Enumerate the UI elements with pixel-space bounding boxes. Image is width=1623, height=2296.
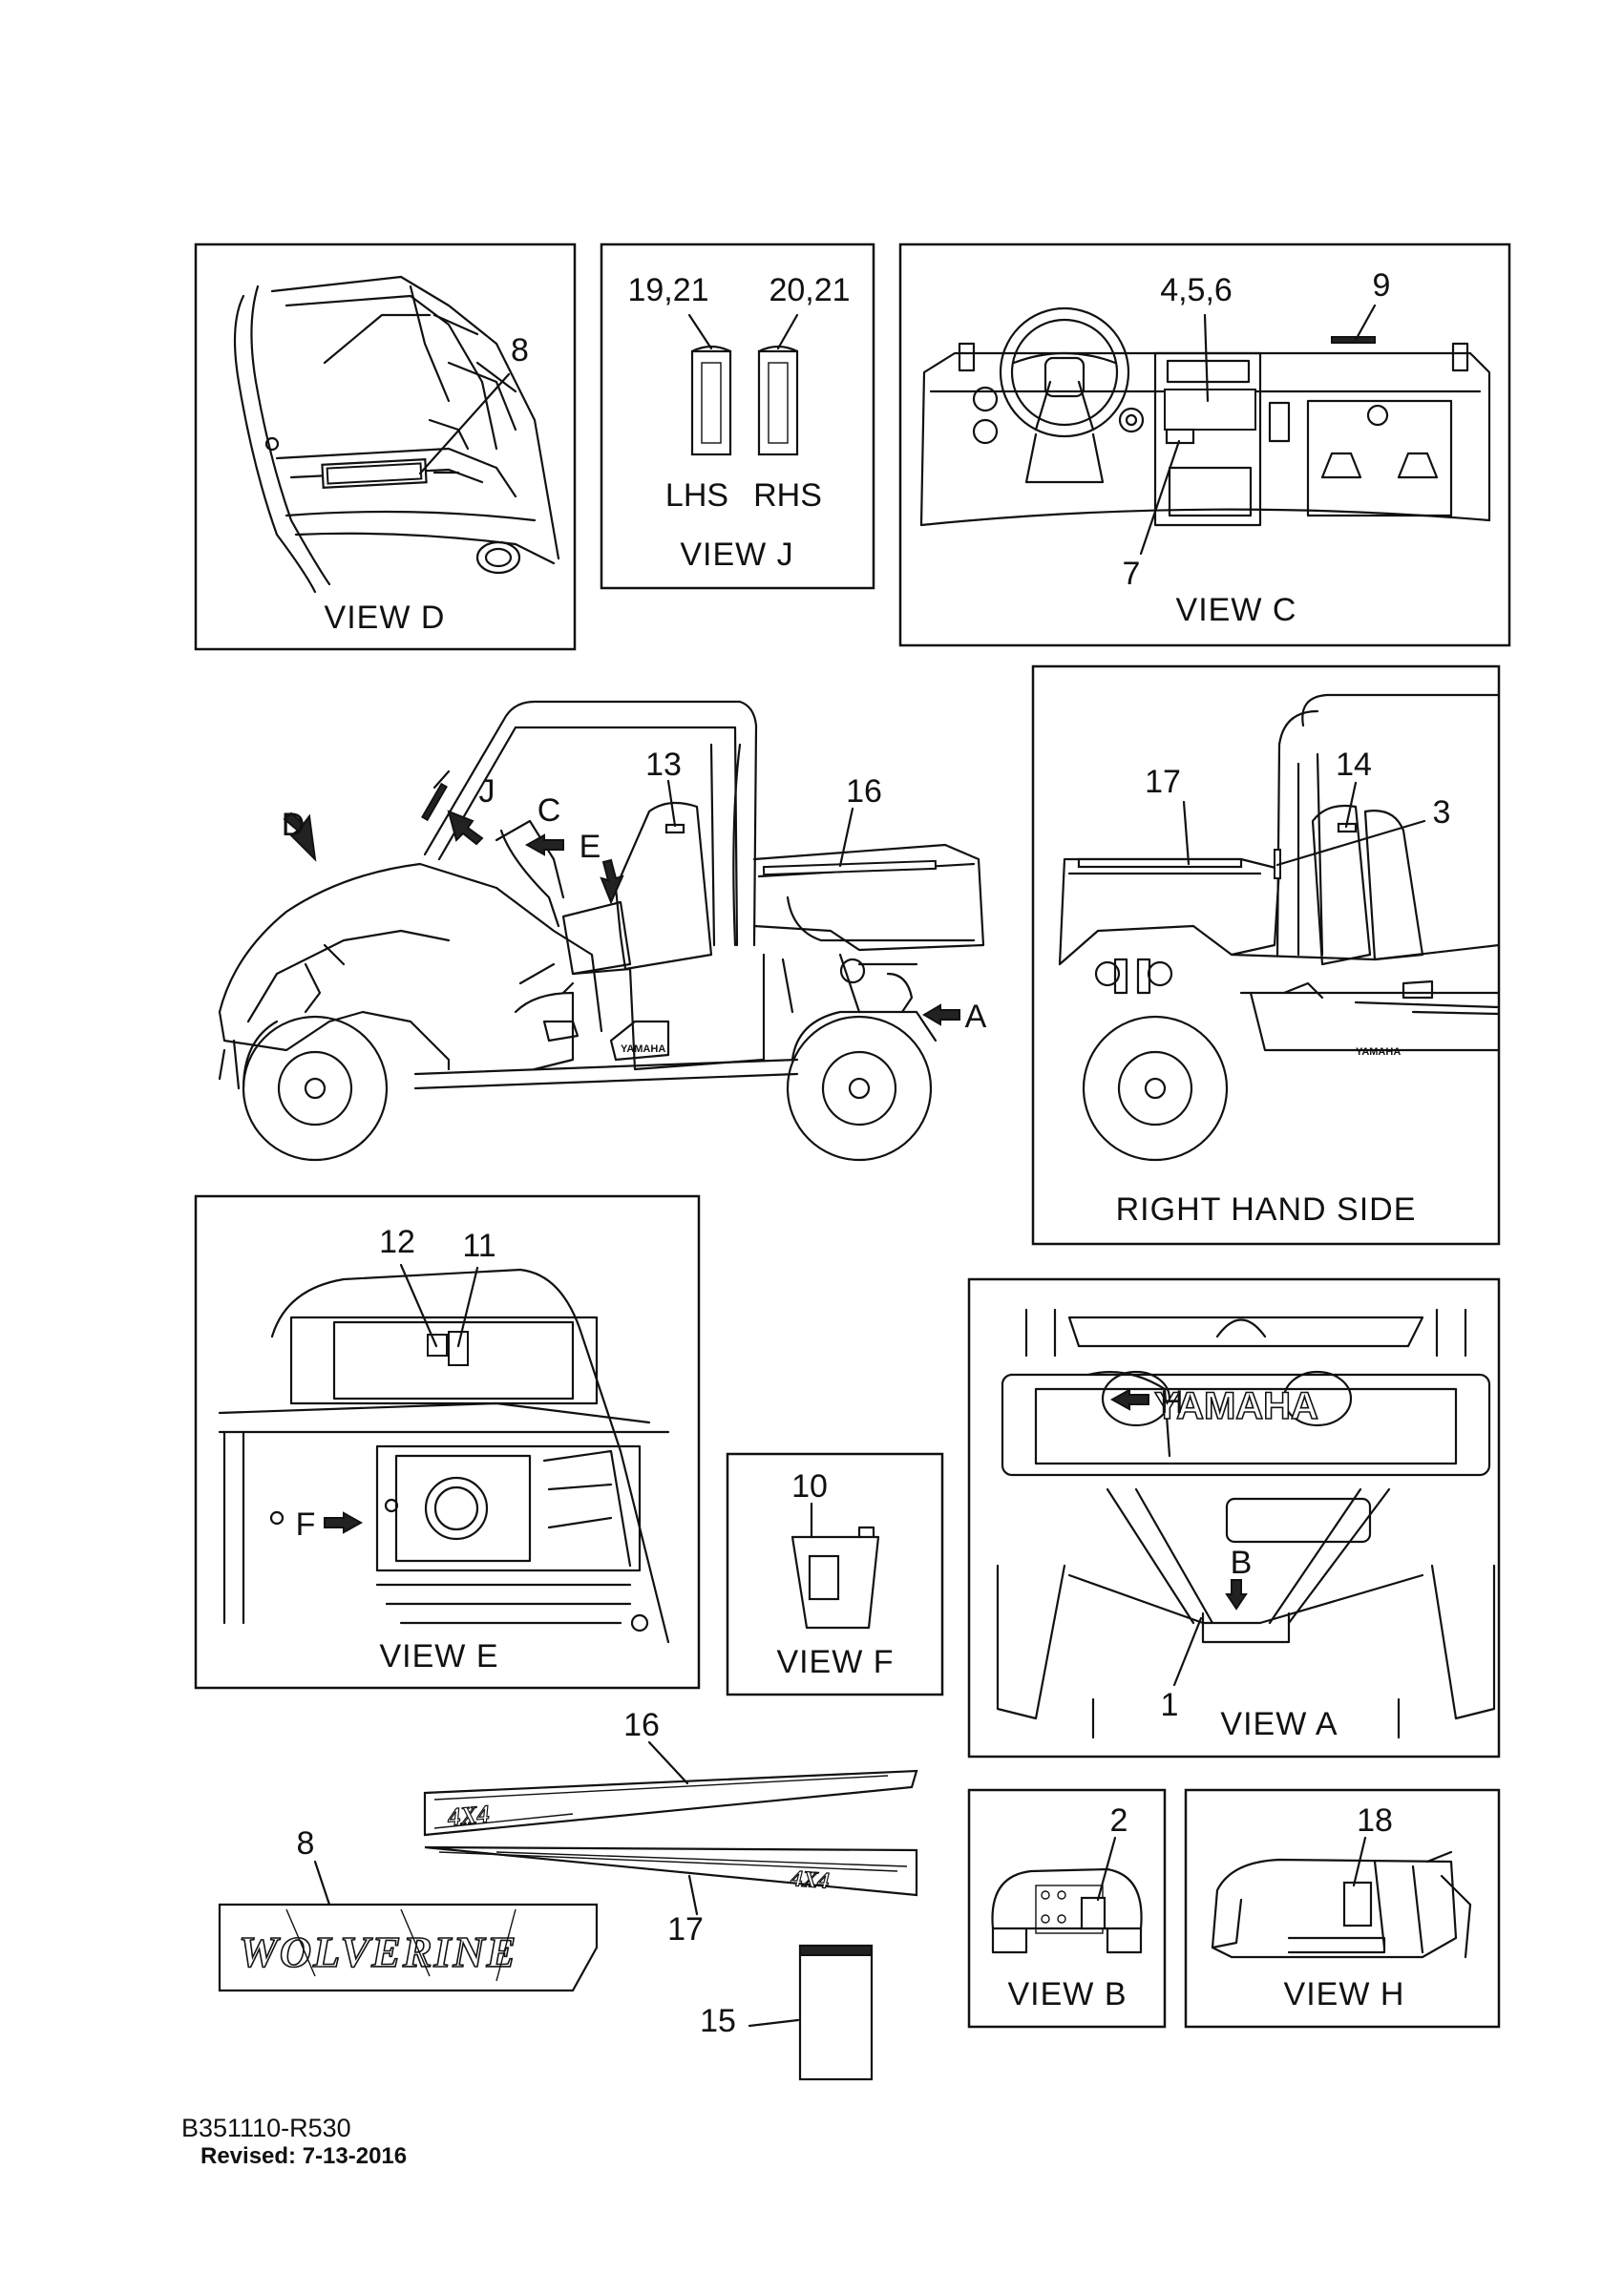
view-e-panel: 12 11 F VIEW E [194, 1194, 701, 1690]
view-e-callout-f: F [296, 1506, 316, 1543]
view-a-caption: VIEW A [1220, 1706, 1338, 1742]
main-callout-d: D [282, 807, 306, 843]
main-vehicle-view: YAMAHA 13 16 D J C E A [218, 700, 987, 1162]
rhs-callout-17: 17 [1145, 764, 1181, 800]
main-callout-c: C [537, 792, 561, 829]
view-d-callout-8: 8 [511, 332, 529, 369]
view-j-panel: 19,21 20,21 LHS RHS VIEW J [600, 242, 875, 590]
view-h-caption: VIEW H [1284, 1976, 1405, 2012]
diagram-code: B351110-R530 [181, 2114, 351, 2142]
view-j-caption: VIEW J [680, 537, 793, 573]
view-f-panel: 10 VIEW F [726, 1452, 944, 1696]
loose-decals: 4X4 16 4X4 17 WOLVERINE 8 15 [218, 1707, 918, 2081]
decal-15 [798, 1944, 874, 2081]
loose-callout-16: 16 [623, 1707, 660, 1743]
main-callout-j: J [479, 773, 495, 810]
view-j-rhs-label: RHS [753, 477, 822, 514]
view-j-callout-20-21: 20,21 [769, 272, 850, 308]
view-b-callout-2: 2 [1110, 1802, 1128, 1839]
view-a-callout-1: 1 [1161, 1687, 1179, 1723]
rhs-callout-14: 14 [1336, 747, 1372, 783]
view-h-callout-18: 18 [1357, 1802, 1393, 1839]
view-a-yamaha-badge: YAMAHA [1154, 1385, 1318, 1427]
view-a-callout-b: B [1231, 1545, 1253, 1581]
main-callout-e: E [580, 829, 601, 865]
revision-date: Revised: 7-13-2016 [200, 2143, 408, 2169]
view-c-callout-4-5-6: 4,5,6 [1160, 272, 1233, 308]
view-c-callout-7: 7 [1123, 556, 1141, 592]
decal-8-wolverine: WOLVERINE [239, 1927, 517, 1976]
view-e-caption: VIEW E [379, 1638, 498, 1675]
decal-17-4x4: 4X4 [790, 1866, 831, 1894]
view-d-panel: 8 VIEW D [194, 242, 577, 651]
loose-callout-17: 17 [667, 1911, 704, 1948]
view-j-callout-19-21: 19,21 [627, 272, 708, 308]
rhs-callout-3: 3 [1433, 794, 1451, 831]
view-f-caption: VIEW F [776, 1644, 894, 1680]
view-c-panel: 4,5,6 9 7 VIEW C [898, 242, 1511, 647]
view-c-caption: VIEW C [1176, 592, 1297, 628]
view-e-callout-11: 11 [462, 1228, 495, 1264]
view-a-panel: YAMAHA H B 1 VIEW A [967, 1277, 1501, 1759]
view-b-panel: 2 VIEW B [967, 1788, 1167, 2029]
view-h-panel: 18 VIEW H [1184, 1788, 1501, 2029]
view-b-caption: VIEW B [1007, 1976, 1127, 2012]
decal-17 [424, 1845, 918, 1897]
view-c-callout-9: 9 [1373, 267, 1391, 304]
decal-16-4x4: 4X4 [446, 1800, 491, 1831]
decal-8 [218, 1903, 599, 1992]
loose-callout-8: 8 [297, 1825, 315, 1862]
decal-16 [423, 1769, 918, 1837]
main-callout-a: A [965, 999, 987, 1035]
loose-callout-15: 15 [700, 2003, 736, 2039]
main-callout-16: 16 [846, 773, 882, 810]
view-f-callout-10: 10 [791, 1468, 828, 1505]
rhs-caption: RIGHT HAND SIDE [1116, 1191, 1417, 1228]
view-d-caption: VIEW D [325, 600, 446, 636]
view-e-callout-12: 12 [379, 1224, 415, 1260]
main-yamaha-badge: YAMAHA [621, 1043, 665, 1055]
rhs-yamaha-badge: YAMAHA [1356, 1046, 1401, 1058]
right-hand-side-panel: YAMAHA 14 17 3 RIGHT HAND SIDE [1031, 664, 1501, 1246]
view-a-callout-h: H [1160, 1384, 1184, 1421]
view-j-lhs-label: LHS [665, 477, 728, 514]
main-callout-13: 13 [645, 747, 682, 783]
